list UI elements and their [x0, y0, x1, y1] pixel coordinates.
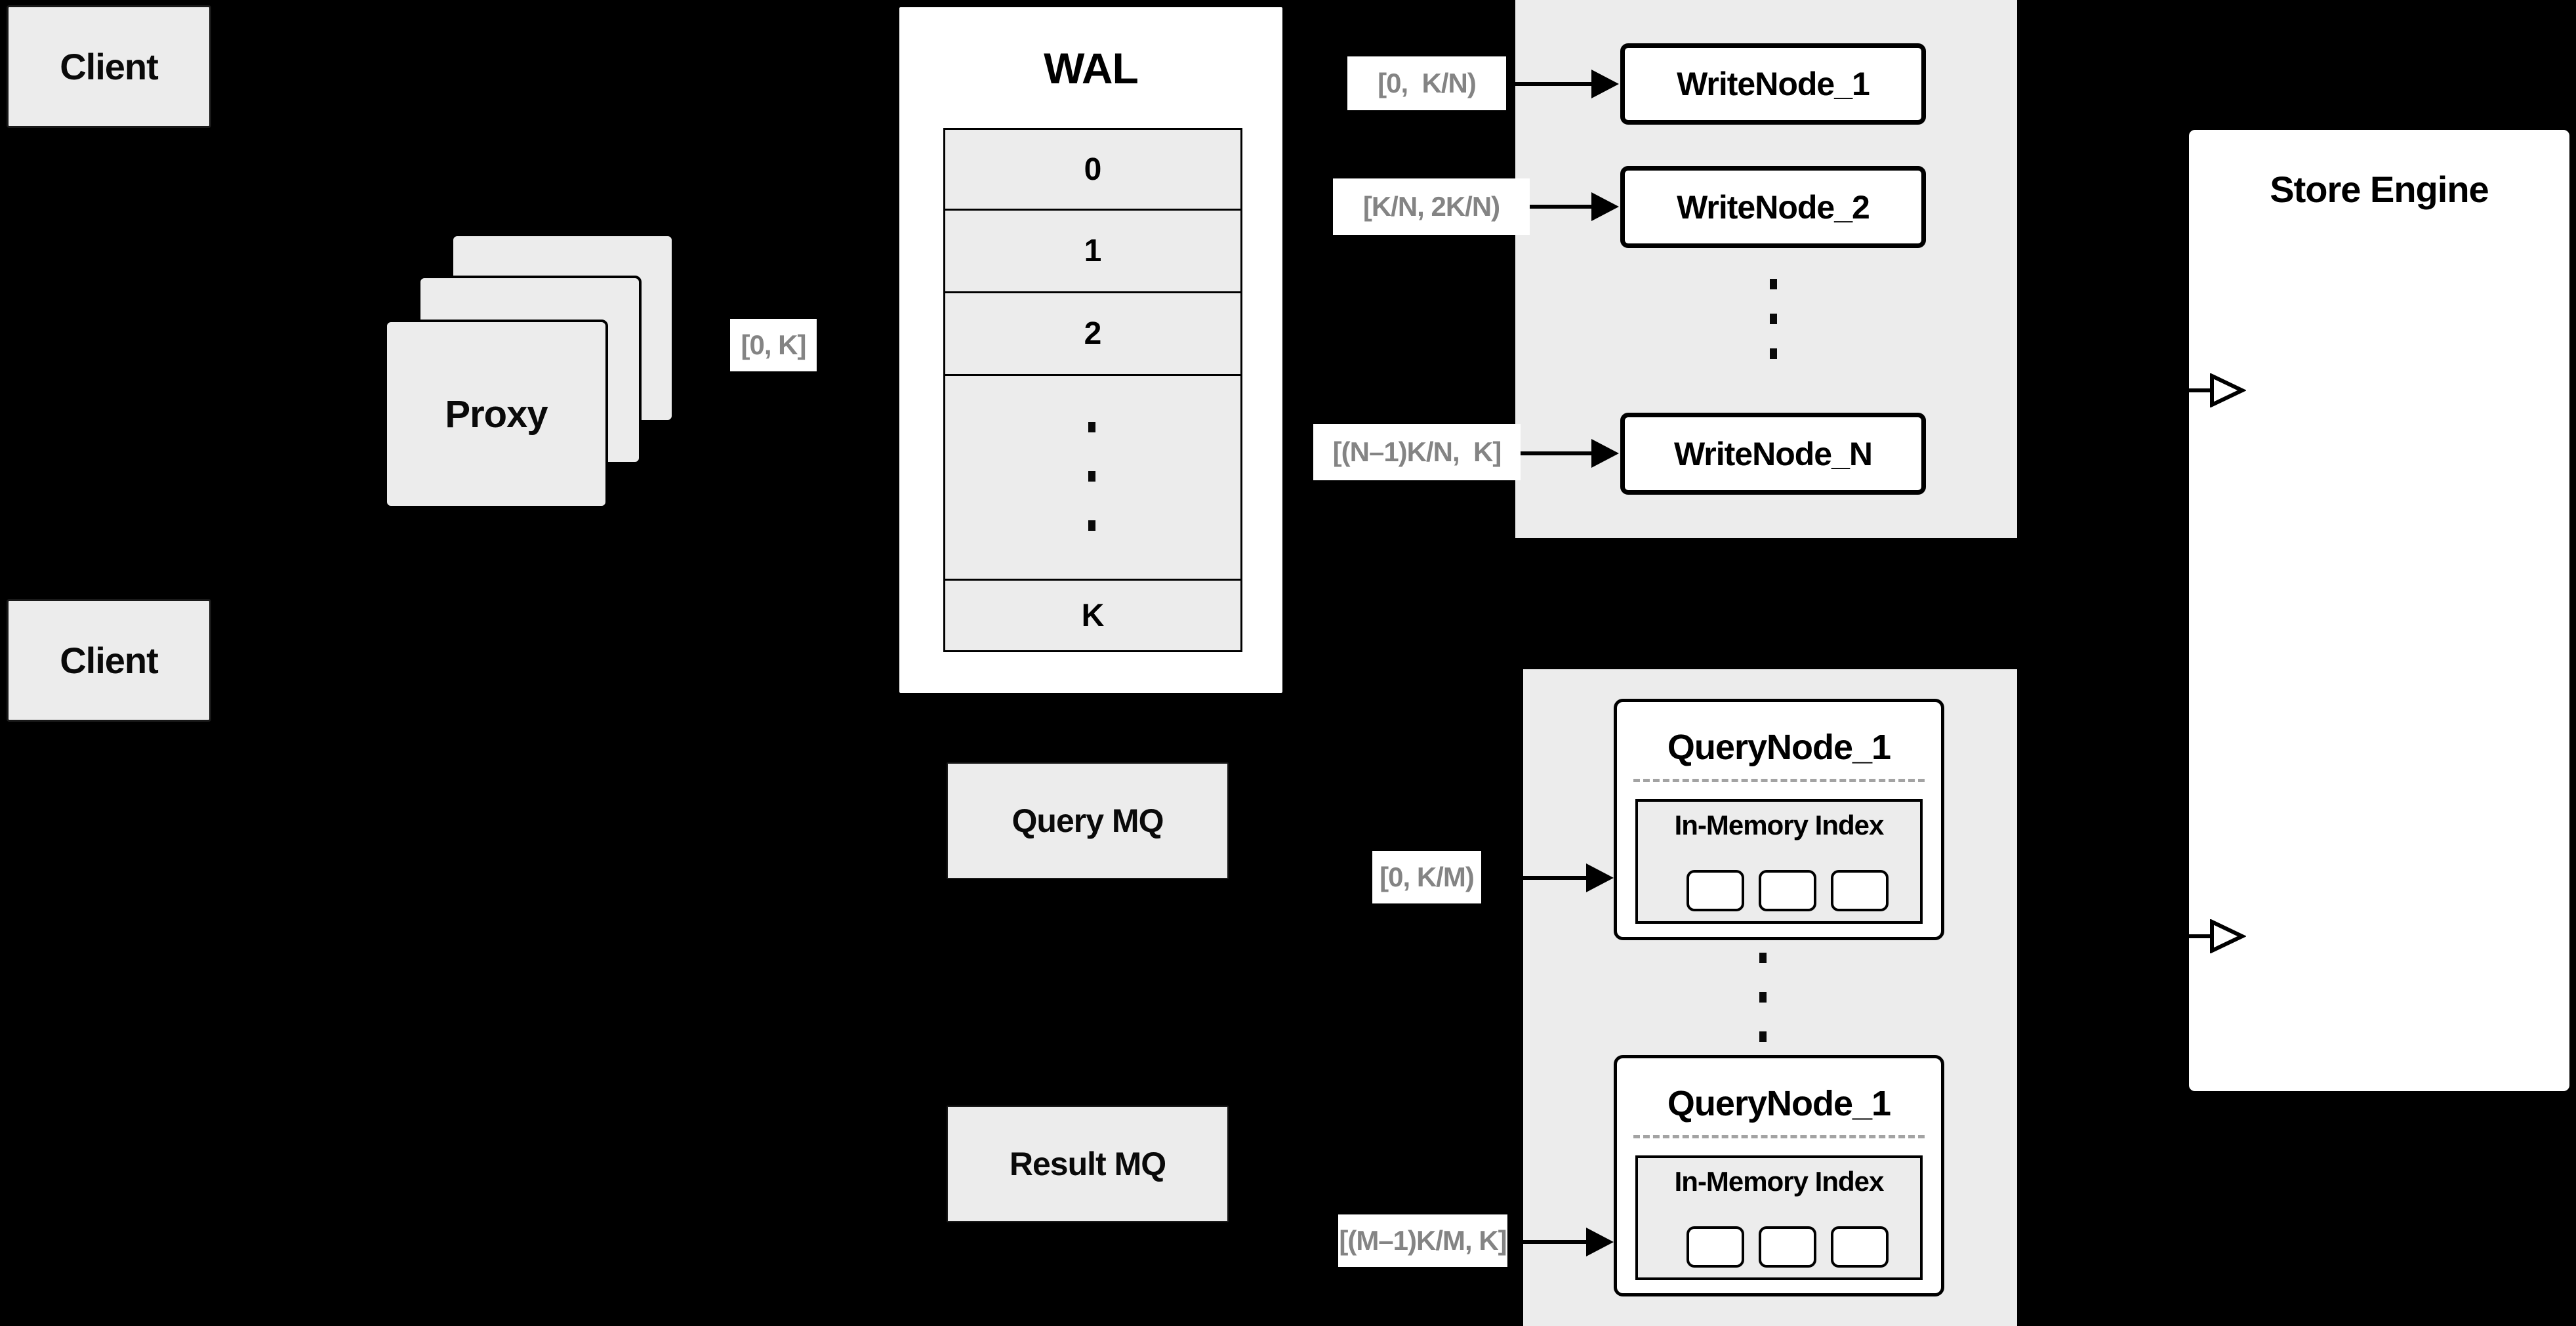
arrow-head-hollow-index-icon: [2210, 919, 2246, 953]
in-memory-index-top-box: In-Memory Index: [1635, 799, 1923, 924]
wal-row-k: K: [943, 579, 1242, 652]
in-memory-segment: [1759, 1226, 1816, 1268]
query-node-bottom-divider: [1633, 1135, 1925, 1138]
result-mq-label: Result MQ: [1009, 1146, 1166, 1182]
write-node-ellipsis-icon: [1770, 314, 1777, 324]
proxy-label: Proxy: [445, 392, 548, 436]
wal-row-0: 0: [943, 128, 1242, 211]
store-engine-title: Store Engine: [2270, 169, 2489, 210]
query-node-bottom-box: QueryNode_1 In-Memory Index: [1614, 1055, 1944, 1296]
proxy-card-front: Proxy: [384, 320, 608, 508]
wal-row-2: 2: [943, 291, 1242, 376]
in-memory-segment: [1831, 870, 1889, 911]
arrow-head-to-query-node-m: [1586, 1228, 1614, 1256]
query-node-ellipsis-icon: [1759, 953, 1767, 963]
write-node-ellipsis-icon: [1770, 279, 1777, 289]
arrow-head-to-query-node-1: [1586, 863, 1614, 892]
client-box-top: Client: [7, 5, 211, 128]
proxy-stack: Proxy: [384, 234, 674, 509]
range-chip-write-node-2-text: [K/N, 2K/N): [1362, 191, 1500, 222]
client-bottom-label: Client: [60, 640, 159, 681]
in-memory-segment: [1831, 1226, 1889, 1268]
wal-row-0-label: 0: [1084, 152, 1102, 187]
arrow-head-hollow-binlog-icon: [2210, 373, 2246, 407]
write-node-1-box: WriteNode_1: [1620, 43, 1926, 125]
arrow-head-wal-to-writenode-n: [1591, 439, 1619, 468]
arrow-shaft-to-binlog: [2125, 388, 2214, 392]
range-chip-query-node-m-text: [(M–1)K/M, K]: [1339, 1225, 1507, 1256]
wal-row-1-label: 1: [1084, 234, 1102, 268]
write-node-n-label: WriteNode_N: [1673, 435, 1873, 472]
arrow-shaft-to-query-node-m: [1509, 1240, 1587, 1244]
write-node-ellipsis-icon: [1770, 348, 1777, 359]
query-node-ellipsis-icon: [1759, 1031, 1767, 1042]
wal-ellipsis-icon: [1088, 471, 1095, 482]
range-chip-write-node-1-text: [0, K/N): [1378, 68, 1477, 98]
wal-box: WAL 0 1 2 K: [897, 5, 1284, 695]
query-mq-label: Query MQ: [1012, 802, 1164, 839]
wal-ellipsis-icon: [1088, 520, 1095, 531]
client-box-bottom: Client: [7, 599, 211, 722]
client-top-label: Client: [60, 46, 159, 87]
query-node-top-divider: [1633, 779, 1925, 782]
in-memory-segment: [1687, 1226, 1744, 1268]
write-node-2-label: WriteNode_2: [1677, 188, 1870, 226]
in-memory-segment: [1759, 870, 1816, 911]
query-node-ellipsis-icon: [1759, 992, 1767, 1003]
query-node-bottom-title: QueryNode_1: [1667, 1084, 1891, 1123]
arrow-shaft-to-query-node-1: [1481, 876, 1587, 880]
wal-row-1: 1: [943, 209, 1242, 293]
write-node-1-label: WriteNode_1: [1677, 66, 1870, 102]
arrow-shaft-to-index: [2125, 934, 2214, 938]
range-chip-write-node-2: [K/N, 2K/N): [1333, 178, 1530, 235]
wal-ellipsis-icon: [1088, 422, 1095, 432]
arrow-head-wal-to-writenode-1: [1591, 70, 1619, 98]
range-chip-query-node-m: [(M–1)K/M, K]: [1338, 1214, 1507, 1267]
range-chip-proxy-to-wal-text: [0, K]: [741, 329, 807, 360]
range-chip-write-node-n: [(N–1)K/N, K]: [1313, 424, 1521, 480]
store-engine-box: Store Engine: [2187, 128, 2571, 1093]
in-memory-index-bottom-box: In-Memory Index: [1635, 1155, 1923, 1280]
range-chip-query-node-1-text: [0, K/M): [1380, 861, 1475, 892]
in-memory-index-bottom-title: In-Memory Index: [1674, 1166, 1885, 1197]
range-chip-write-node-1: [0, K/N): [1347, 56, 1506, 110]
query-node-top-box: QueryNode_1 In-Memory Index: [1614, 699, 1944, 940]
wal-row-k-label: K: [1081, 598, 1105, 633]
range-chip-proxy-to-wal: [0, K]: [730, 319, 817, 371]
query-node-top-title: QueryNode_1: [1667, 728, 1891, 767]
range-chip-query-node-1: [0, K/M): [1372, 851, 1481, 903]
wal-row-2-label: 2: [1084, 316, 1102, 351]
write-node-n-box: WriteNode_N: [1620, 413, 1926, 495]
result-mq-box: Result MQ: [947, 1106, 1229, 1222]
range-chip-write-node-n-text: [(N–1)K/N, K]: [1332, 436, 1502, 467]
in-memory-segment: [1687, 870, 1744, 911]
in-memory-index-top-title: In-Memory Index: [1674, 810, 1885, 840]
wal-title: WAL: [1044, 44, 1139, 93]
query-mq-box: Query MQ: [947, 762, 1229, 879]
arrow-head-wal-to-writenode-2: [1591, 192, 1619, 221]
write-node-2-box: WriteNode_2: [1620, 166, 1926, 248]
